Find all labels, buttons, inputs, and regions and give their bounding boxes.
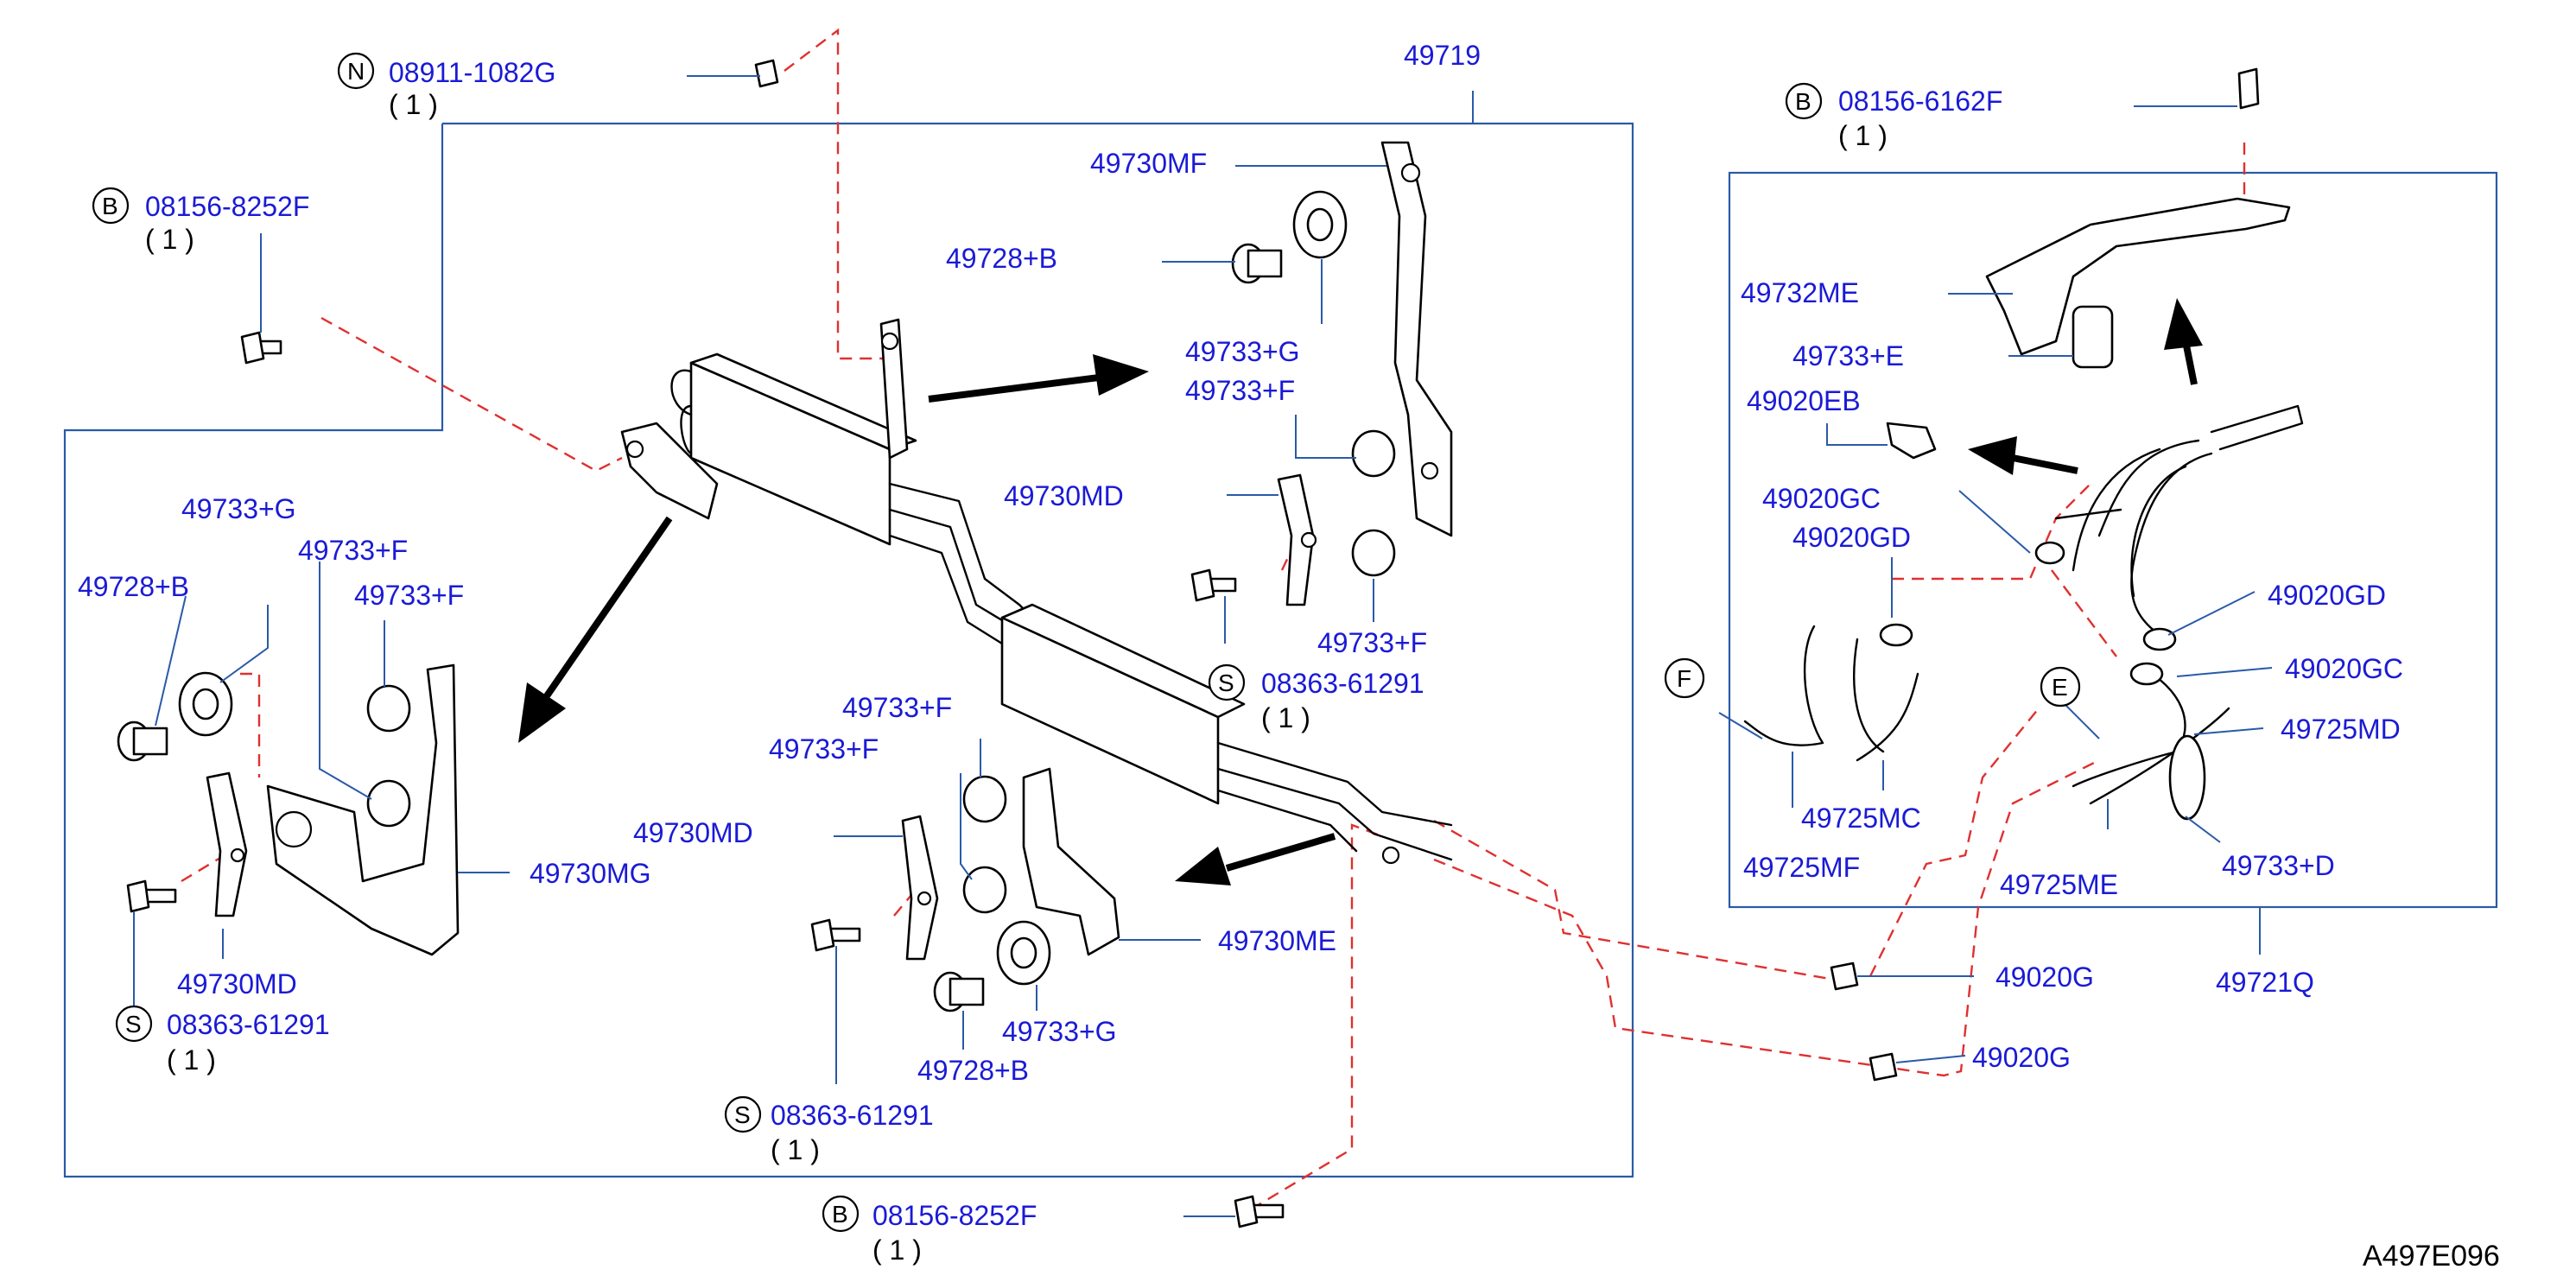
oil-cooler-drawing	[620, 318, 1453, 865]
symbol-b-right: B	[1795, 88, 1811, 115]
part-49728b-left: 49728+B	[78, 571, 189, 602]
symbol-b-bottom: B	[832, 1201, 848, 1228]
part-49725mc: 49725MC	[1801, 803, 1921, 834]
part-49020gc-2: 49020GC	[2285, 653, 2403, 684]
part-49733f-left2: 49733+F	[354, 580, 464, 611]
part-number-labels: 08911-1082G ( 1 ) 49719 08156-8252F ( 1 …	[78, 40, 2500, 1272]
qty-08156-8252f-left: ( 1 )	[145, 224, 194, 255]
part-08363-61291-bottom: 08363-61291	[771, 1100, 934, 1131]
connector-e: E	[2052, 674, 2068, 701]
qty-08156-8252f-bottom: ( 1 )	[872, 1234, 922, 1266]
diagram-code: A497E096	[2363, 1240, 2500, 1272]
assembly-guide-lines	[181, 28, 2246, 1211]
hose-assembly-drawing	[1743, 67, 2304, 1082]
leader-lines	[133, 75, 2273, 1217]
part-49020gd-2: 49020GD	[2268, 580, 2386, 611]
part-49725me: 49725ME	[2000, 869, 2118, 900]
part-49733g-left: 49733+G	[181, 493, 296, 524]
part-08363-61291-left: 08363-61291	[167, 1009, 330, 1040]
part-49020g-2: 49020G	[1972, 1042, 2071, 1073]
qty-08363-61291-bottom: ( 1 )	[771, 1134, 820, 1165]
hose-assembly-frame	[1728, 171, 2498, 955]
bracket-49730mf-drawing	[1190, 141, 1453, 606]
direction-arrows	[518, 298, 2203, 885]
part-08156-6162f: 08156-6162F	[1838, 86, 2002, 117]
part-49721q: 49721Q	[2216, 967, 2314, 998]
symbol-b-left: B	[102, 193, 118, 219]
connector-f: F	[1677, 665, 1691, 692]
symbol-letters: N B B S S S B F E	[102, 58, 2068, 1228]
part-49728b-mid: 49728+B	[917, 1055, 1029, 1086]
part-49733g-top: 49733+G	[1185, 336, 1300, 367]
part-49730me: 49730ME	[1218, 925, 1336, 956]
part-49733f-mid1: 49733+F	[842, 692, 952, 723]
part-49732me: 49732ME	[1741, 277, 1859, 308]
part-49733e: 49733+E	[1792, 340, 1904, 371]
part-49733g-mid: 49733+G	[1002, 1016, 1117, 1047]
part-49725md: 49725MD	[2281, 714, 2401, 745]
part-49733f-left1: 49733+F	[298, 535, 408, 566]
part-49725mf: 49725MF	[1743, 852, 1860, 883]
symbol-n-top: N	[347, 58, 365, 85]
part-49733f-mid2: 49733+F	[769, 733, 879, 765]
qty-08363-61291-mid: ( 1 )	[1261, 702, 1310, 733]
part-08156-8252f-left: 08156-8252F	[145, 191, 309, 222]
part-49733f-top: 49733+F	[1185, 375, 1295, 406]
part-49719: 49719	[1404, 40, 1481, 71]
part-49020g-1: 49020G	[1995, 962, 2094, 993]
part-49733d: 49733+D	[2222, 850, 2335, 881]
bracket-49730me-drawing	[754, 59, 1285, 1228]
qty-08911-1082g: ( 1 )	[389, 89, 438, 120]
bracket-49730mg-drawing	[117, 331, 460, 956]
symbol-s-mid: S	[1218, 670, 1234, 696]
part-49020gc-1: 49020GC	[1762, 483, 1881, 514]
fastener-symbols	[92, 52, 2081, 1233]
part-49730md-left: 49730MD	[177, 968, 297, 1000]
part-49020eb: 49020EB	[1747, 385, 1861, 416]
part-49730md-mid: 49730MD	[633, 817, 753, 848]
part-49728b-top: 49728+B	[946, 243, 1057, 274]
part-49730mf: 49730MF	[1090, 148, 1207, 179]
part-08911-1082g: 08911-1082G	[389, 57, 555, 88]
part-49730md-top: 49730MD	[1004, 480, 1124, 511]
symbol-s-left: S	[125, 1011, 142, 1038]
part-49733f-top2: 49733+F	[1317, 627, 1427, 658]
cooler-assembly-frame	[63, 91, 1634, 1178]
symbol-s-bottom: S	[734, 1101, 751, 1128]
part-49020gd-1: 49020GD	[1792, 522, 1911, 553]
part-08363-61291-mid: 08363-61291	[1261, 668, 1424, 699]
part-49730mg: 49730MG	[530, 858, 651, 889]
part-08156-8252f-bottom: 08156-8252F	[872, 1200, 1037, 1231]
qty-08156-6162f: ( 1 )	[1838, 120, 1888, 151]
qty-08363-61291-left: ( 1 )	[167, 1044, 216, 1076]
